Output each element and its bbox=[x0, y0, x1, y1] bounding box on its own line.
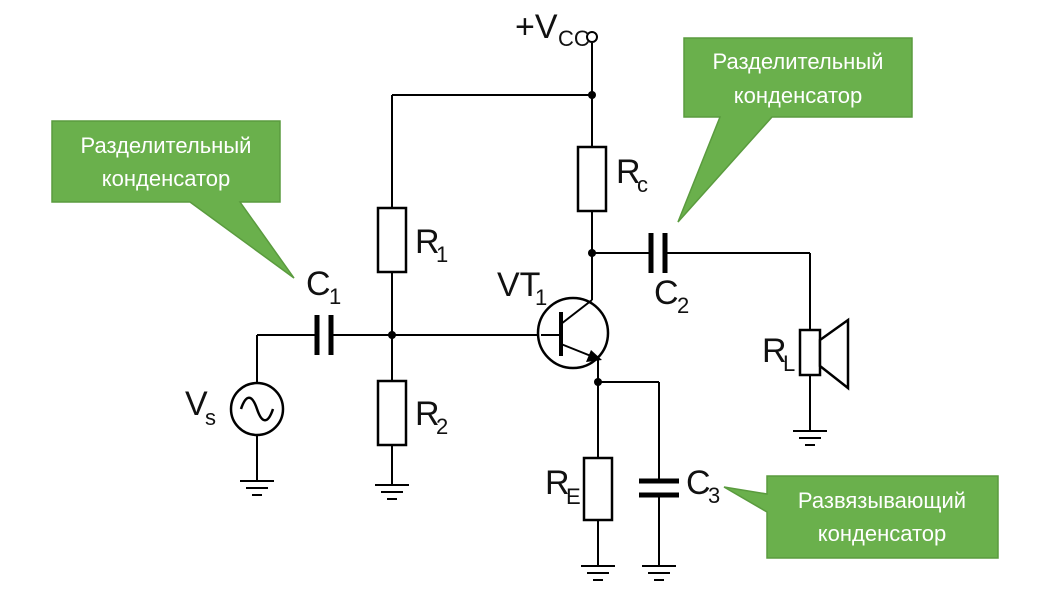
resistor-r1: R 1 bbox=[376, 206, 448, 274]
rl-label: R bbox=[762, 332, 787, 370]
callout-output-line2: конденсатор bbox=[734, 83, 863, 108]
vcc-terminal: +V CC bbox=[515, 8, 598, 51]
wires bbox=[256, 43, 811, 565]
r2-label: R bbox=[415, 395, 440, 433]
r1-subscript: 1 bbox=[436, 242, 448, 267]
ground-r2 bbox=[375, 484, 409, 500]
ground-c3 bbox=[642, 565, 676, 581]
vt1-label: VT bbox=[497, 266, 540, 304]
rc-subscript: c bbox=[637, 172, 648, 197]
c1-label: C bbox=[306, 265, 331, 303]
callout-bypass-line2: конденсатор bbox=[818, 521, 947, 546]
c3-subscript: 3 bbox=[708, 483, 720, 508]
ac-source-vs: V s bbox=[185, 381, 285, 437]
ground-rl bbox=[793, 430, 827, 446]
junction-dots bbox=[388, 91, 602, 386]
resistor-r2: R 2 bbox=[376, 379, 448, 447]
callout-output-coupling: Разделительный конденсатор bbox=[677, 37, 913, 223]
capacitor-c3: C 3 bbox=[639, 464, 720, 508]
c1-subscript: 1 bbox=[329, 284, 341, 309]
rl-subscript: L bbox=[783, 351, 795, 376]
resistor-rc: R c bbox=[576, 145, 648, 213]
r1-label: R bbox=[415, 223, 440, 261]
callout-input-line1: Разделительный bbox=[81, 133, 252, 158]
ground-re bbox=[581, 565, 615, 581]
ground-vs bbox=[240, 480, 274, 496]
callout-output-line1: Разделительный bbox=[713, 49, 884, 74]
callout-bypass-line1: Развязывающий bbox=[798, 488, 966, 513]
rc-label: R bbox=[616, 153, 641, 191]
transistor-vt1: VT 1 bbox=[497, 266, 610, 370]
capacitor-c2: C 2 bbox=[648, 233, 689, 318]
callout-input-line2: конденсатор bbox=[102, 166, 231, 191]
vcc-subscript: CC bbox=[558, 26, 590, 51]
c3-label: C bbox=[686, 464, 711, 502]
vcc-label: +V bbox=[515, 8, 558, 46]
callout-bypass: Развязывающий конденсатор bbox=[723, 475, 999, 559]
callout-input-coupling: Разделительный конденсатор bbox=[51, 120, 295, 279]
vs-label: V bbox=[185, 385, 208, 423]
resistor-re: R E bbox=[545, 456, 614, 522]
c2-label: C bbox=[654, 274, 679, 312]
r2-subscript: 2 bbox=[436, 414, 448, 439]
capacitor-c1: C 1 bbox=[306, 265, 341, 355]
speaker-load-rl: R L bbox=[762, 317, 850, 391]
c2-subscript: 2 bbox=[677, 293, 689, 318]
vt1-subscript: 1 bbox=[535, 285, 547, 310]
re-subscript: E bbox=[566, 484, 581, 509]
vs-subscript: s bbox=[205, 405, 216, 430]
re-label: R bbox=[545, 464, 570, 502]
